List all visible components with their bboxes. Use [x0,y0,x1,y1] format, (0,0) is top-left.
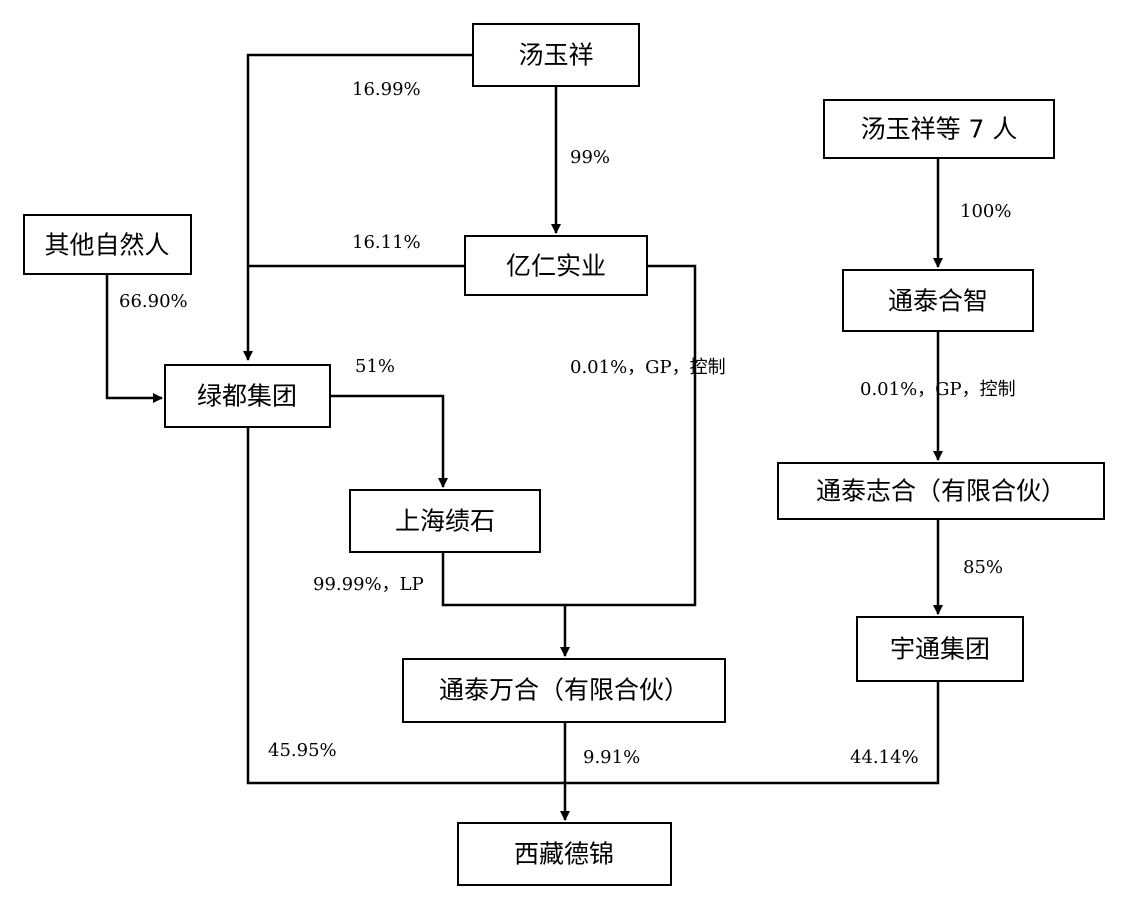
node-tongtai-wanhe: 通泰万合（有限合伙） [402,658,726,723]
node-tang-yuxiang-7-label: 汤玉祥等 7 人 [861,115,1018,144]
edge-other-to-lvdu [105,274,163,403]
label-yiren-to-lvdu: 16.11% [352,232,421,253]
node-tongtai-hezhi: 通泰合智 [842,269,1034,332]
node-tang-yuxiang-7: 汤玉祥等 7 人 [823,99,1055,159]
node-yutong-group: 宇通集团 [856,616,1024,682]
node-tongtai-hezhi-label: 通泰合智 [888,287,988,316]
label-tang-to-yiren: 99% [570,147,610,168]
node-tang-yuxiang: 汤玉祥 [472,23,640,87]
edge-yiren-to-wanhe [565,264,697,607]
node-tongtai-zhihe: 通泰志合（有限合伙） [777,462,1105,520]
node-tongtai-zhihe-label: 通泰志合（有限合伙） [816,477,1066,506]
edge-lvdu-to-xizang [246,427,565,785]
node-xizang-dejin: 西藏德锦 [457,822,672,886]
label-hezhi-to-zhihe: 0.01%，GP，控制 [860,379,1016,400]
label-wanhe-to-xizang: 9.91% [583,747,640,768]
node-other-persons-label: 其他自然人 [44,231,169,260]
node-lvdu-group-label: 绿都集团 [197,382,297,411]
edge-shanghai-to-wanhe [441,552,570,657]
node-xizang-dejin-label: 西藏德锦 [514,840,614,869]
node-yiren-label: 亿仁实业 [506,252,606,281]
label-other-to-lvdu: 66.90% [119,291,188,312]
label-tang7-to-hezhi: 100% [960,201,1011,222]
node-yiren: 亿仁实业 [464,235,648,296]
label-zhihe-to-yutong: 85% [963,557,1003,578]
label-yutong-to-xizang: 44.14% [850,747,919,768]
edge-lvdu-to-shanghai [330,394,448,488]
node-yutong-group-label: 宇通集团 [890,635,990,664]
edge-yutong-to-xizang [565,681,940,785]
node-lvdu-group: 绿都集团 [164,364,331,428]
node-tongtai-wanhe-label: 通泰万合（有限合伙） [439,676,689,705]
node-shanghai-jishi-label: 上海绩石 [395,507,495,536]
node-other-persons: 其他自然人 [23,214,192,275]
label-lvdu-to-shanghai: 51% [355,356,395,377]
label-yiren-to-wanhe: 0.01%，GP，控制 [570,357,726,378]
node-shanghai-jishi: 上海绩石 [349,489,541,553]
edge-tang-to-lvdu [243,53,473,361]
label-lvdu-to-xizang: 45.95% [268,740,337,761]
node-tang-yuxiang-label: 汤玉祥 [518,41,593,70]
label-shanghai-to-wanhe: 99.99%，LP [313,574,424,595]
label-tang-to-lvdu: 16.99% [352,79,421,100]
